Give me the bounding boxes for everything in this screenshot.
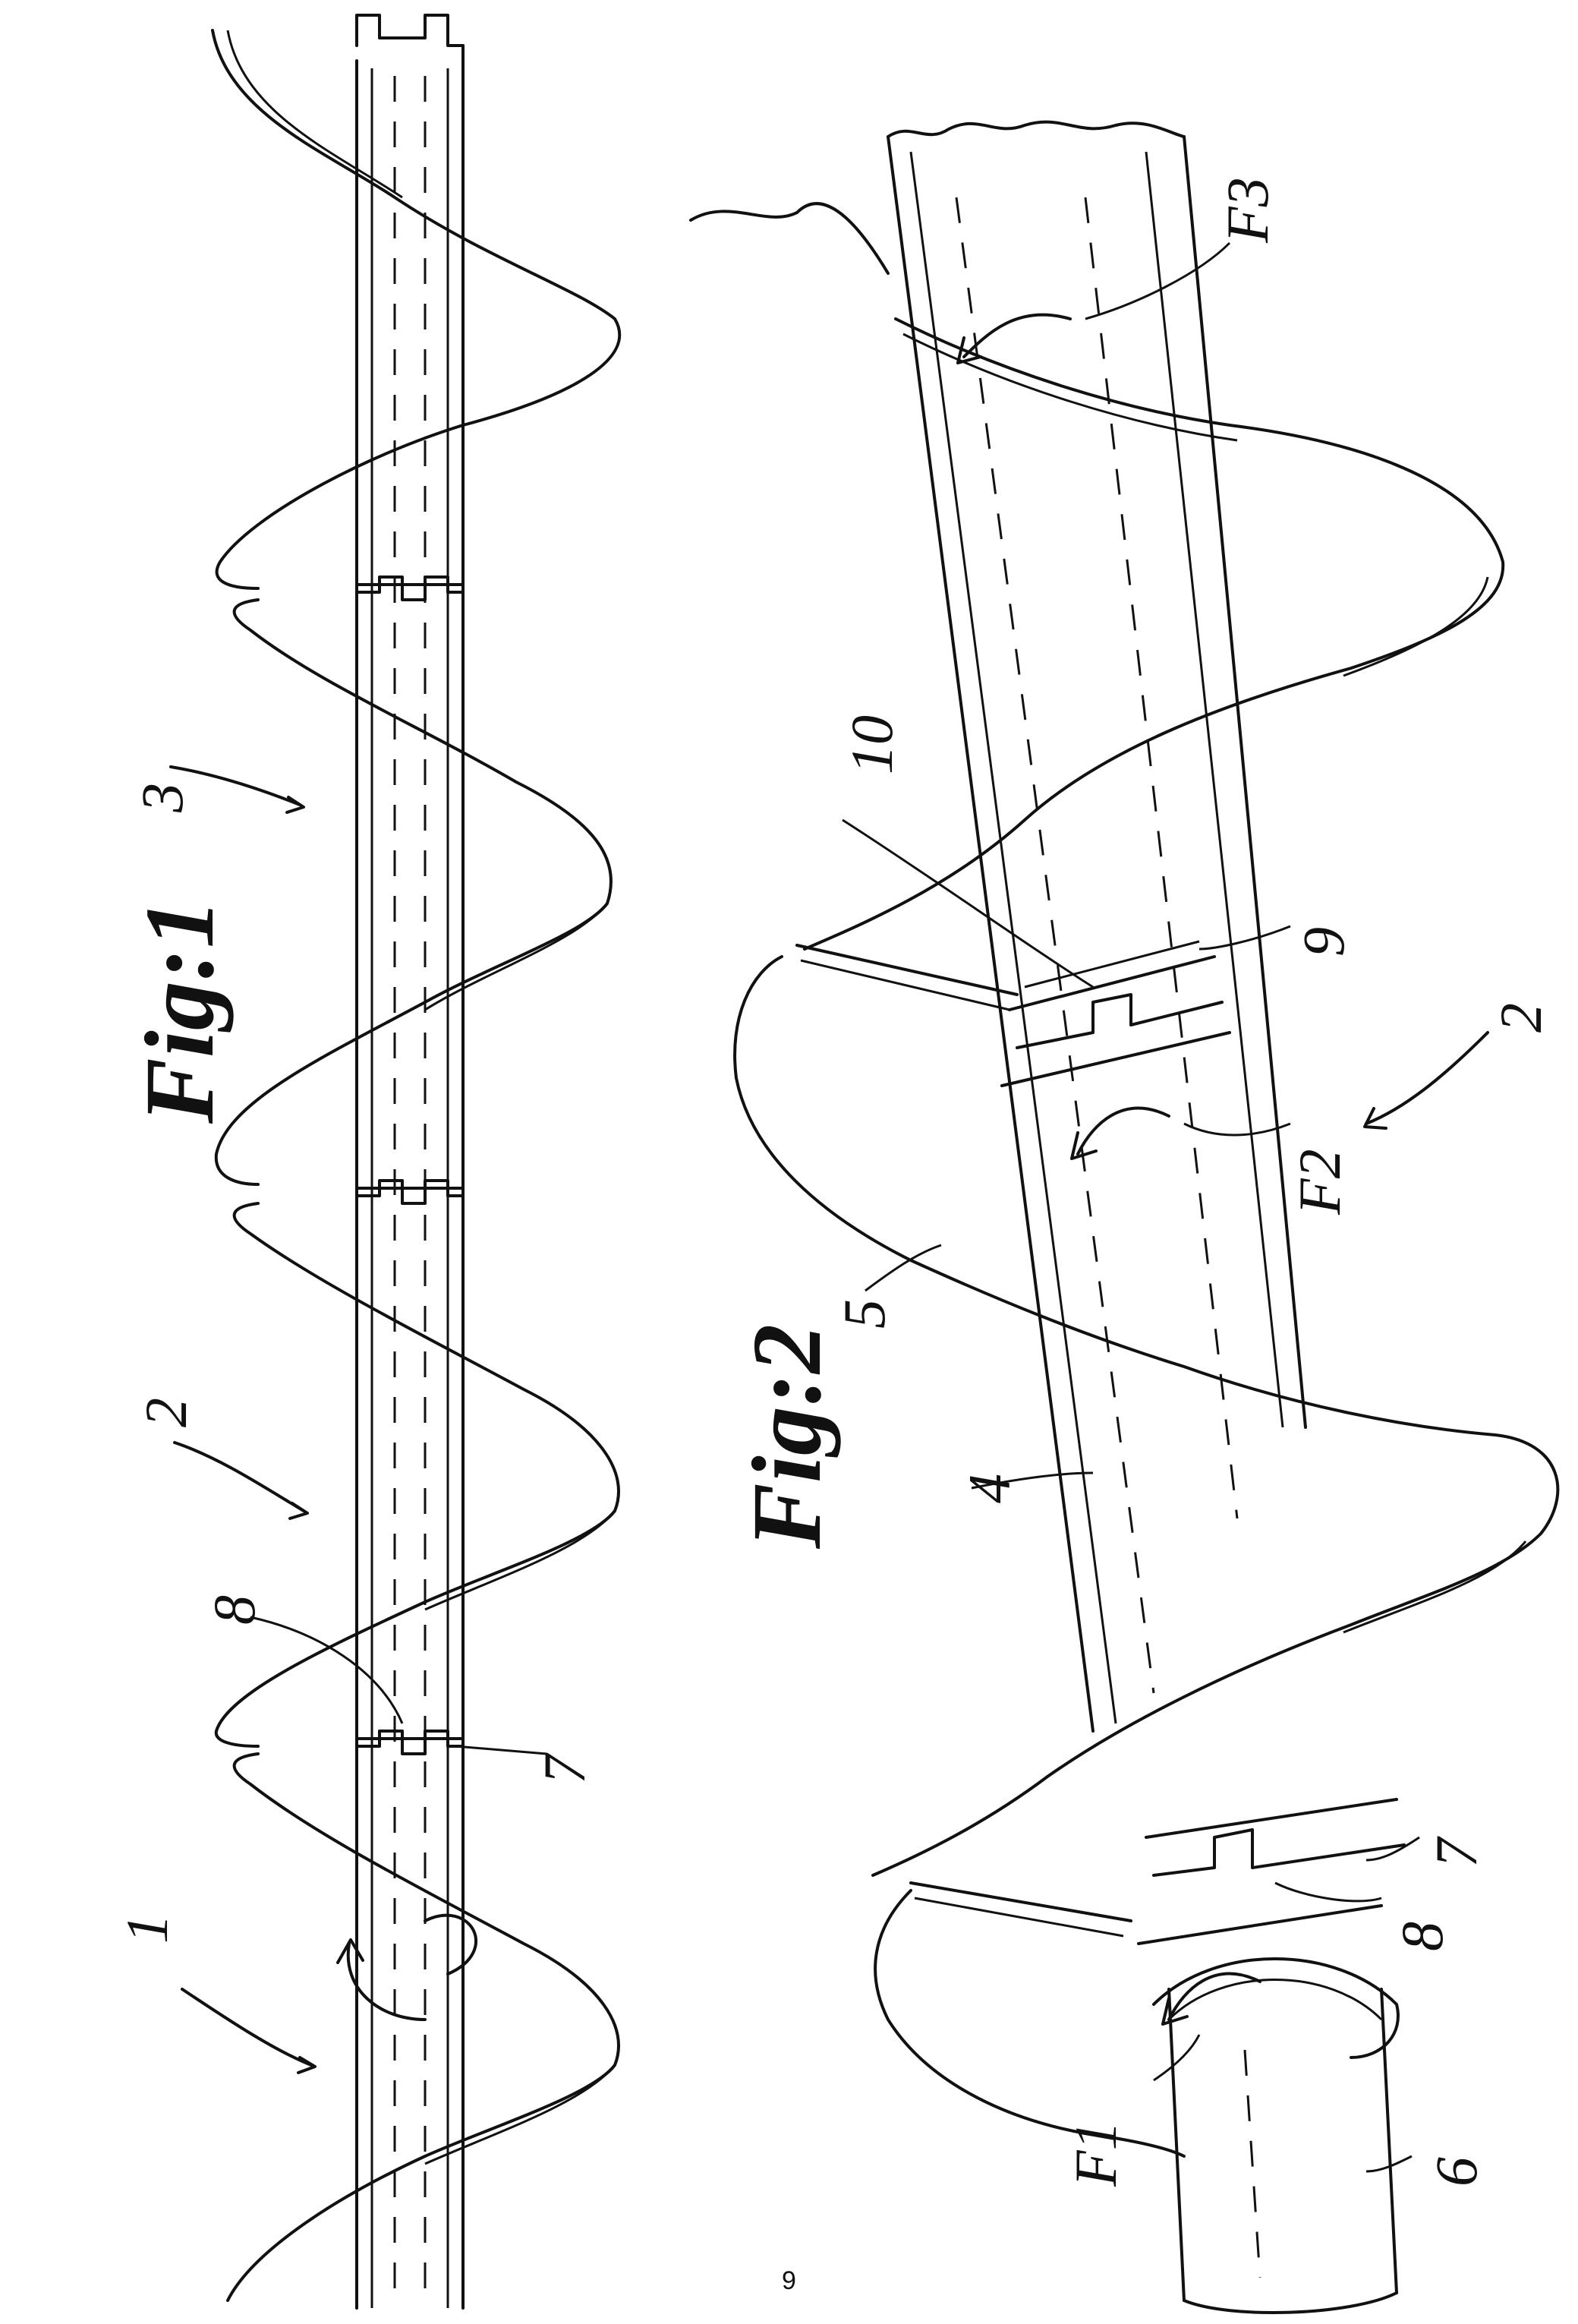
fig1-label-3: 3 [129, 783, 195, 813]
fig2-label-F1: F1 [1063, 2121, 1129, 2187]
figure-1: 1 2 3 7 8 Fig:1 [114, 15, 619, 2308]
fig2-label-9: 9 [1290, 927, 1356, 957]
fig1-label-1: 1 [114, 1914, 180, 1944]
fig2-joint-upper [1002, 941, 1230, 1086]
fig2-tube-section-4 [888, 122, 1306, 1731]
fig1-label-2: 2 [133, 1398, 199, 1427]
figure-2: F3 10 9 2 F2 5 4 7 8 F1 6 Fig:2 [691, 122, 1558, 2313]
fig2-caption: Fig:2 [732, 1324, 842, 1550]
fig1-rotation-arrow [338, 1916, 476, 2020]
fig2-arrow-F2 [1072, 1108, 1169, 1159]
fig2-label-4: 4 [956, 1474, 1022, 1503]
fig1-label-8: 8 [201, 1595, 267, 1625]
fig1-caption: Fig:1 [125, 899, 235, 1124]
fig2-joint-lower [1139, 1799, 1404, 1944]
fig2-label-F3: F3 [1214, 177, 1280, 244]
fig2-label-8: 8 [1389, 1922, 1455, 1951]
fig2-label-2: 2 [1488, 1003, 1554, 1033]
page-number: 9 [0, 2266, 1578, 2296]
fig1-helical-flight [213, 30, 619, 2300]
fig2-label-7: 7 [1423, 1836, 1489, 1868]
fig1-shaft [357, 15, 463, 2308]
fig2-label-10: 10 [839, 715, 905, 774]
fig2-label-6: 6 [1423, 2157, 1489, 2187]
fig2-inner-tube-6 [1154, 1959, 1398, 2313]
fig2-label-F2: F2 [1287, 1149, 1353, 1216]
fig1-label-7: 7 [531, 1752, 597, 1784]
